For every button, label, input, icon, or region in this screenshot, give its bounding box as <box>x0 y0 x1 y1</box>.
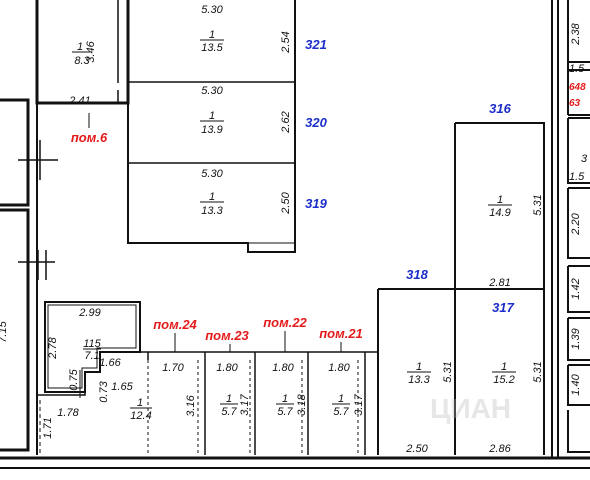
room-top-left-area: 8.3 <box>74 55 90 67</box>
pom22-label: пом.22 <box>263 315 307 330</box>
walls <box>0 0 590 469</box>
room-319: 5.30 1 13.3 2.50 319 <box>200 168 328 217</box>
right-dim-4: 1.5 <box>569 171 585 183</box>
room-318-side: 5.31 <box>442 361 454 382</box>
room-320: 5.30 1 13.9 2.62 320 <box>200 85 328 136</box>
room-319-number: 319 <box>305 196 327 211</box>
room-317-bottom: 2.86 <box>488 443 511 455</box>
room-small-w2: 1.66 <box>99 357 121 369</box>
room-corridor-w2: 1.78 <box>57 407 79 419</box>
room-320-fraction: 1 <box>209 110 215 122</box>
right-dim-8: 1.40 <box>570 373 582 395</box>
room-316: 316 1 14.9 5.31 2.81 <box>488 101 544 289</box>
room-small-depth: 2.78 <box>47 336 59 359</box>
pom21-fraction: 1 <box>338 393 344 405</box>
room-317-area: 15.2 <box>493 374 514 386</box>
room-320-number: 320 <box>305 115 327 130</box>
room-corridor-fraction: 1 <box>137 397 143 409</box>
room-318-area: 13.3 <box>408 374 430 386</box>
storage-rooms: 1.70 1.80 1.80 1.80 1 5.7 3.17 1 5.7 3.1… <box>162 362 365 418</box>
room-316-number: 316 <box>489 101 511 116</box>
room-318-bottom: 2.50 <box>405 443 428 455</box>
room-corridor-area: 12.4 <box>130 410 151 422</box>
pom24-label: пом.24 <box>153 317 197 332</box>
pom-labels: пом.6 пом.24 пом.23 пом.22 пом.21 <box>71 113 363 352</box>
room-corridor-w1: 1.65 <box>111 381 133 393</box>
right-dim-7: 1.39 <box>570 328 582 349</box>
room-319-depth: 2.50 <box>280 191 292 214</box>
room-corridor-depth: 3.16 <box>185 394 197 416</box>
room-top-left-depth: 3.46 <box>85 40 97 62</box>
room-320-area: 13.9 <box>201 124 222 136</box>
room-321-depth: 2.54 <box>280 31 292 53</box>
room-320-depth: 2.62 <box>280 111 292 133</box>
pom21-label: пом.21 <box>319 326 363 341</box>
room-318-fraction: 1 <box>416 361 422 373</box>
room-319-width: 5.30 <box>201 168 223 180</box>
room-small-area: 7.1 <box>84 350 99 362</box>
pom24-width: 1.70 <box>162 362 184 374</box>
room-top-left: 1 8.3 3.46 2.41 <box>68 40 97 107</box>
room-small-width: 2.99 <box>78 307 100 319</box>
room-317-side: 5.31 <box>532 361 544 382</box>
pom22-fraction: 1 <box>282 393 288 405</box>
left-edge-dim: 7.15 <box>0 320 9 342</box>
room-316-side: 5.31 <box>532 194 544 215</box>
room-318-number: 318 <box>406 267 428 282</box>
right-dim-3: 3 <box>581 153 588 165</box>
pom6-width: 2.41 <box>68 95 90 107</box>
room-321-number: 321 <box>305 37 327 52</box>
right-dim-5: 2.20 <box>570 212 582 235</box>
pom21-depth: 3.17 <box>353 393 365 415</box>
pom22-width: 1.80 <box>272 362 294 374</box>
pom23-area: 5.7 <box>221 406 237 418</box>
room-321: 5.30 1 13.5 2.54 321 <box>200 4 327 54</box>
pom23-label: пом.23 <box>205 328 249 343</box>
pom6-label: пом.6 <box>71 130 108 145</box>
room-316-bottom: 2.81 <box>488 277 510 289</box>
room-top-left-fraction: 1 <box>77 41 83 53</box>
room-small: 2.99 2.78 115 7.1 1.66 0.75 <box>47 307 122 391</box>
pom22-area: 5.7 <box>277 406 293 418</box>
room-small-d2: 0.75 <box>68 368 80 390</box>
room-319-fraction: 1 <box>209 191 215 203</box>
watermark: ЦИАН <box>430 393 511 424</box>
room-319-area: 13.3 <box>201 205 223 217</box>
pom23-width: 1.80 <box>216 362 238 374</box>
room-321-area: 13.5 <box>201 42 223 54</box>
room-321-width: 5.30 <box>201 4 223 16</box>
pom21-area: 5.7 <box>333 406 349 418</box>
right-dim-6: 1.42 <box>570 278 582 299</box>
room-corridor: 1.65 0.73 1.78 1.71 1 12.4 3.16 <box>42 380 197 438</box>
pom23-depth: 3.17 <box>239 393 251 415</box>
room-316-fraction: 1 <box>497 194 503 206</box>
room-321-fraction: 1 <box>209 29 215 41</box>
room-corridor-d1: 0.73 <box>98 380 110 402</box>
room-317-number: 317 <box>492 300 514 315</box>
right-red-1: 648 <box>569 82 586 93</box>
pom23-fraction: 1 <box>226 393 232 405</box>
right-red-2: 63 <box>569 98 581 109</box>
room-317: 317 1 15.2 5.31 2.86 <box>488 300 544 455</box>
right-dim-1: 2.38 <box>570 22 582 45</box>
room-320-width: 5.30 <box>201 85 223 97</box>
room-316-area: 14.9 <box>489 207 510 219</box>
pom22-depth: 3.18 <box>296 393 308 415</box>
right-column: 2.38 1.5 648 63 3 1.5 2.20 1.42 1.39 1.4… <box>569 22 588 395</box>
room-corridor-d2: 1.71 <box>42 417 54 438</box>
room-317-fraction: 1 <box>501 361 507 373</box>
room-small-fraction: 115 <box>83 338 101 350</box>
right-dim-2: 1.5 <box>569 63 585 75</box>
pom21-width: 1.80 <box>328 362 350 374</box>
room-318: 318 1 13.3 5.31 2.50 <box>405 267 454 455</box>
